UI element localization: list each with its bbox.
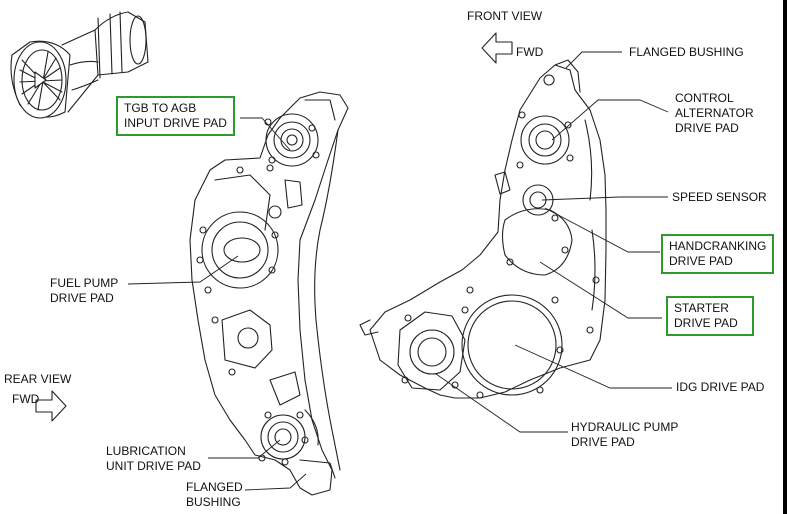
front-fwd-arrow-icon: [481, 32, 513, 64]
control-alternator-line-2: ALTERNATOR: [675, 106, 754, 120]
idg-callout: IDG DRIVE PAD: [676, 380, 765, 394]
flanged-bushing-top-callout: FLANGED BUSHING: [629, 45, 744, 59]
hydraulic-pump-line-1: HYDRAULIC PUMP: [571, 420, 679, 434]
right-border: [783, 0, 787, 514]
control-alternator-callout: CONTROL ALTERNATOR DRIVE PAD: [675, 91, 754, 136]
handcranking-line-2: DRIVE PAD: [669, 254, 733, 268]
hydraulic-pump-callout: HYDRAULIC PUMP DRIVE PAD: [571, 420, 678, 450]
handcranking-callout: HANDCRANKING DRIVE PAD: [661, 234, 775, 274]
flanged-bushing-bottom-line-2: BUSHING: [186, 495, 241, 509]
lubrication-line-2: UNIT DRIVE PAD: [106, 459, 201, 473]
speed-sensor-callout: SPEED SENSOR: [672, 190, 767, 204]
hydraulic-pump-line-2: DRIVE PAD: [571, 435, 635, 449]
rear-fwd-arrow-icon: [35, 390, 67, 422]
starter-line-1: STARTER: [674, 301, 729, 315]
flanged-bushing-bottom-line-1: FLANGED: [186, 480, 243, 494]
handcranking-line-1: HANDCRANKING: [669, 239, 767, 253]
rear-view-title: REAR VIEW: [4, 372, 72, 386]
fuel-pump-callout: FUEL PUMP DRIVE PAD: [50, 276, 118, 306]
engine-thumbnail-icon: [10, 11, 149, 119]
tgb-to-agb-line-1: TGB TO AGB: [124, 101, 197, 115]
front-fwd-label: FWD: [516, 45, 544, 59]
starter-callout: STARTER DRIVE PAD: [666, 296, 754, 336]
flanged-bushing-bottom-callout: FLANGED BUSHING: [186, 480, 243, 510]
leader-lines: [127, 51, 672, 491]
tgb-to-agb-callout: TGB TO AGB INPUT DRIVE PAD: [116, 96, 235, 136]
starter-line-2: DRIVE PAD: [674, 316, 738, 330]
front-view-title: FRONT VIEW: [467, 9, 543, 23]
tgb-to-agb-line-2: INPUT DRIVE PAD: [124, 116, 227, 130]
control-alternator-line-1: CONTROL: [675, 91, 734, 105]
fuel-pump-line-1: FUEL PUMP: [50, 276, 119, 290]
control-alternator-line-3: DRIVE PAD: [675, 121, 739, 135]
front-gearbox-housing: [359, 59, 607, 399]
lubrication-callout: LUBRICATION UNIT DRIVE PAD: [106, 444, 201, 474]
fuel-pump-line-2: DRIVE PAD: [50, 291, 114, 305]
rear-gearbox-housing: [189, 91, 349, 496]
rear-fwd-label: FWD: [12, 392, 40, 406]
lubrication-line-1: LUBRICATION: [106, 444, 186, 458]
